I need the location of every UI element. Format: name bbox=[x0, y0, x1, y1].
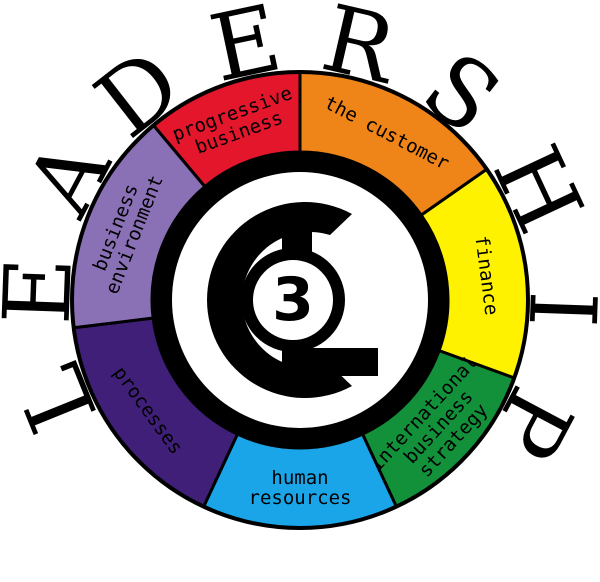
logo-number: 3 bbox=[272, 265, 314, 335]
logo-c-shape bbox=[207, 202, 352, 399]
segment-label-line: resources bbox=[249, 487, 352, 509]
logo-number-ring bbox=[241, 248, 345, 352]
segment-label-line: human bbox=[271, 467, 328, 489]
c3l-logo: 3 bbox=[152, 152, 448, 448]
wheel-outer-border bbox=[70, 70, 530, 530]
